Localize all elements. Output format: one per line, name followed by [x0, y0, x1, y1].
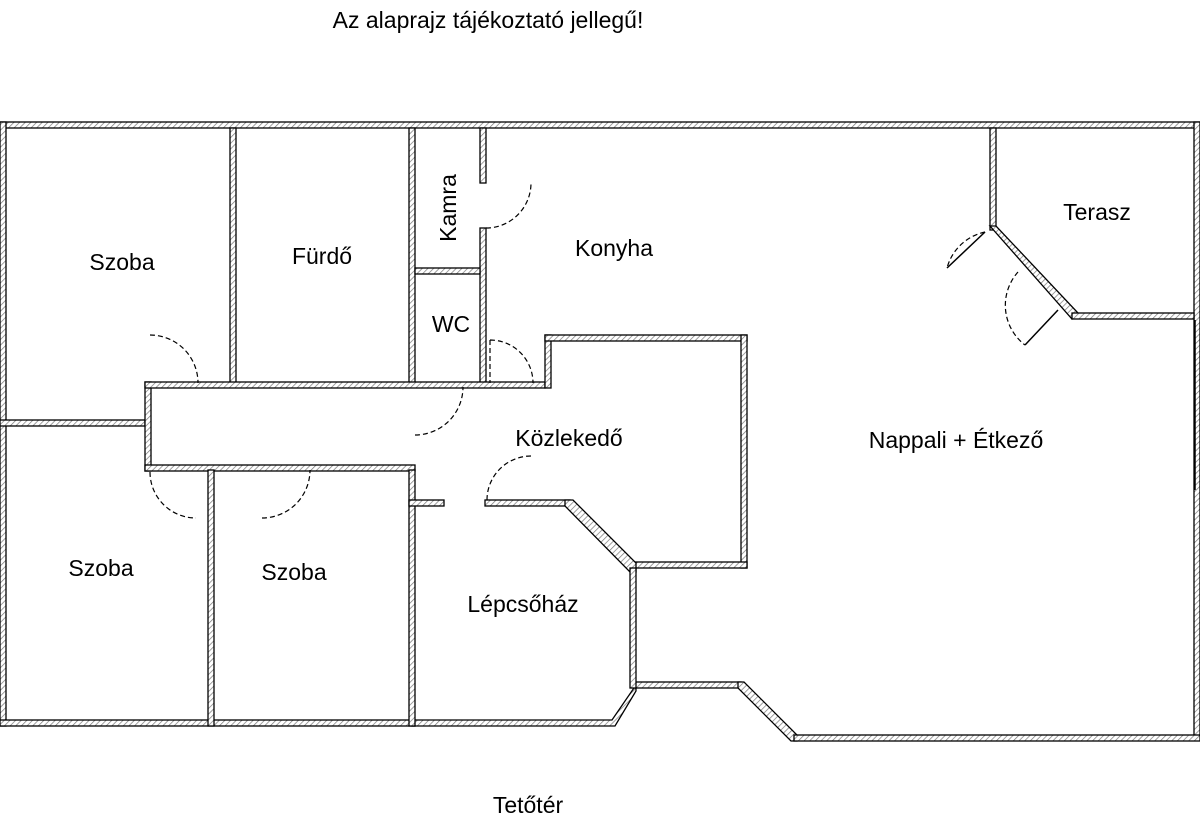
doors	[149, 182, 1196, 519]
room-label-wc: WC	[432, 311, 470, 337]
room-label-kamra: Kamra	[435, 174, 461, 242]
room-label-szoba: Szoba	[89, 249, 154, 275]
room-label-furdo: Fürdő	[292, 243, 352, 269]
room-label-nappali-etkezo: Nappali + Étkező	[869, 427, 1044, 453]
floor-name: Tetőtér	[493, 792, 564, 818]
room-label-terasz: Terasz	[1063, 199, 1131, 225]
room-label-szoba: Szoba	[68, 555, 133, 581]
room-label-szoba: Szoba	[261, 559, 326, 585]
room-label-lepcsohaz: Lépcsőház	[467, 591, 578, 617]
walls	[0, 121, 1200, 742]
disclaimer-note: Az alaprajz tájékoztató jellegű!	[333, 7, 644, 33]
room-label-kozlekedo: Közlekedő	[515, 425, 622, 451]
room-label-konyha: Konyha	[575, 235, 653, 261]
